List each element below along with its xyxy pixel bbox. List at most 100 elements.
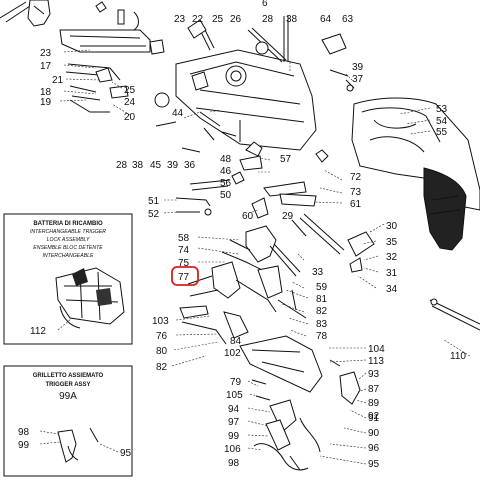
callout-label: 21 <box>52 75 64 86</box>
callout-label: 91 <box>368 413 380 424</box>
inset-title-en2: LOCK ASSEMBLY <box>47 237 90 243</box>
callout-label: 79 <box>230 377 242 388</box>
callout-label: 105 <box>226 390 243 401</box>
callout-label: 51 <box>148 196 160 207</box>
callout-label: 94 <box>228 404 240 415</box>
callout-label: 110 <box>450 351 466 362</box>
callout-label: 35 <box>386 237 398 248</box>
callout-label: 84 <box>230 336 242 347</box>
callout-label: 63 <box>342 14 354 25</box>
callout-label: 104 <box>368 344 385 355</box>
callout-label: 95 <box>368 459 380 470</box>
callout-label: 64 <box>320 14 332 25</box>
callout-label: 26 <box>230 14 242 25</box>
callout-label: 106 <box>224 444 241 455</box>
assy-title-it: GRILLETTO ASSIEMATO <box>33 373 104 379</box>
callout-label: 38 <box>132 160 144 171</box>
callout-label: 78 <box>316 331 328 342</box>
callout-label: 93 <box>368 369 380 380</box>
callout-label: 22 <box>192 14 204 25</box>
callout-label: 59 <box>316 282 328 293</box>
callout-98-inset: 98 <box>18 427 30 438</box>
callout-label: 17 <box>40 61 52 72</box>
assy-title-en: TRIGGER ASSY <box>45 382 90 388</box>
callout-label: 103 <box>152 316 169 327</box>
callout-label: 102 <box>224 348 241 359</box>
callout-label: 36 <box>184 160 196 171</box>
callout-label: 6 <box>262 0 268 9</box>
trigger-assy-inset: GRILLETTO ASSIEMATO TRIGGER ASSY 99A 98 … <box>3 365 133 477</box>
callout-label: 20 <box>124 112 136 123</box>
callout-label: 83 <box>316 319 328 330</box>
callout-label: 92 <box>368 411 380 422</box>
callout-label: 80 <box>156 346 168 357</box>
callout-label: 46 <box>220 166 232 177</box>
callout-label: 75 <box>178 258 190 269</box>
callout-label: 58 <box>178 233 190 244</box>
callout-label: 60 <box>242 211 254 222</box>
callout-label: 32 <box>386 252 398 263</box>
callout-label: 52 <box>148 209 160 220</box>
callout-label: 48 <box>220 154 232 165</box>
callout-labels: 23 22 25 26 6 28 38 64 63 23 17 21 18 19… <box>40 0 466 470</box>
callout-label: 74 <box>178 245 190 256</box>
callout-label: 29 <box>282 211 294 222</box>
callout-label: 28 <box>116 160 128 171</box>
callout-label: 53 <box>436 104 448 115</box>
callout-label: 39 <box>352 62 364 73</box>
callout-label: 19 <box>40 97 52 108</box>
callout-label: 28 <box>262 14 274 25</box>
trigger-lock-assembly-drawing <box>55 267 125 331</box>
callout-label: 55 <box>436 127 448 138</box>
callout-95-inset: 95 <box>120 448 132 459</box>
callout-label: 45 <box>150 160 162 171</box>
callout-label: 38 <box>286 14 298 25</box>
callout-label-highlighted: 77 <box>178 272 190 283</box>
callout-label: 37 <box>352 74 364 85</box>
callout-label: 18 <box>40 87 52 98</box>
callout-label: 25 <box>124 85 136 96</box>
callout-label: 99 <box>228 431 240 442</box>
callout-label: 23 <box>40 48 52 59</box>
callout-label: 56 <box>220 178 232 189</box>
callout-label: 76 <box>156 331 168 342</box>
callout-99-inset: 99 <box>18 440 30 451</box>
inset-title-fr1: ENSEMBLE BLOC DETENTE <box>33 245 103 251</box>
assy-part-number: 99A <box>59 391 77 402</box>
inset-part-number: 112 <box>30 326 46 337</box>
callout-label: 25 <box>212 14 224 25</box>
callout-label: 90 <box>368 428 380 439</box>
callout-label: 87 <box>368 384 380 395</box>
inset-title-fr2: INTERCHANGEABLE <box>42 253 94 259</box>
callout-label: 113 <box>368 356 384 367</box>
callout-label: 24 <box>124 97 136 108</box>
callout-label: 82 <box>156 362 168 373</box>
callout-label: 96 <box>368 443 380 454</box>
inset-title-en1: INTERCHANGEABLE TRIGGER <box>30 229 106 235</box>
callout-label: 61 <box>350 199 362 210</box>
callout-label: 50 <box>220 190 232 201</box>
callout-label: 97 <box>228 417 240 428</box>
callout-label: 82 <box>316 306 328 317</box>
callout-label: 23 <box>174 14 186 25</box>
callout-label: 39 <box>167 160 179 171</box>
trigger-assy-drawing <box>39 427 119 463</box>
callout-label: 44 <box>172 108 184 119</box>
callout-label: 73 <box>350 187 362 198</box>
callout-label: 31 <box>386 268 398 279</box>
interchangeable-trigger-inset: BATTERIA DI RICAMBIO INTERCHANGEABLE TRI… <box>3 213 133 345</box>
callout-label: 30 <box>386 221 398 232</box>
callout-label: 57 <box>280 154 292 165</box>
callout-label: 34 <box>386 284 398 295</box>
highlight-ring <box>171 266 199 286</box>
callout-label: 33 <box>312 267 324 278</box>
callout-label: 72 <box>350 172 362 183</box>
callout-label: 54 <box>436 116 448 127</box>
callout-label: 81 <box>316 294 328 305</box>
callout-label: 89 <box>368 398 380 409</box>
callout-label: 98 <box>228 458 240 469</box>
inset-title-it: BATTERIA DI RICAMBIO <box>33 221 103 227</box>
